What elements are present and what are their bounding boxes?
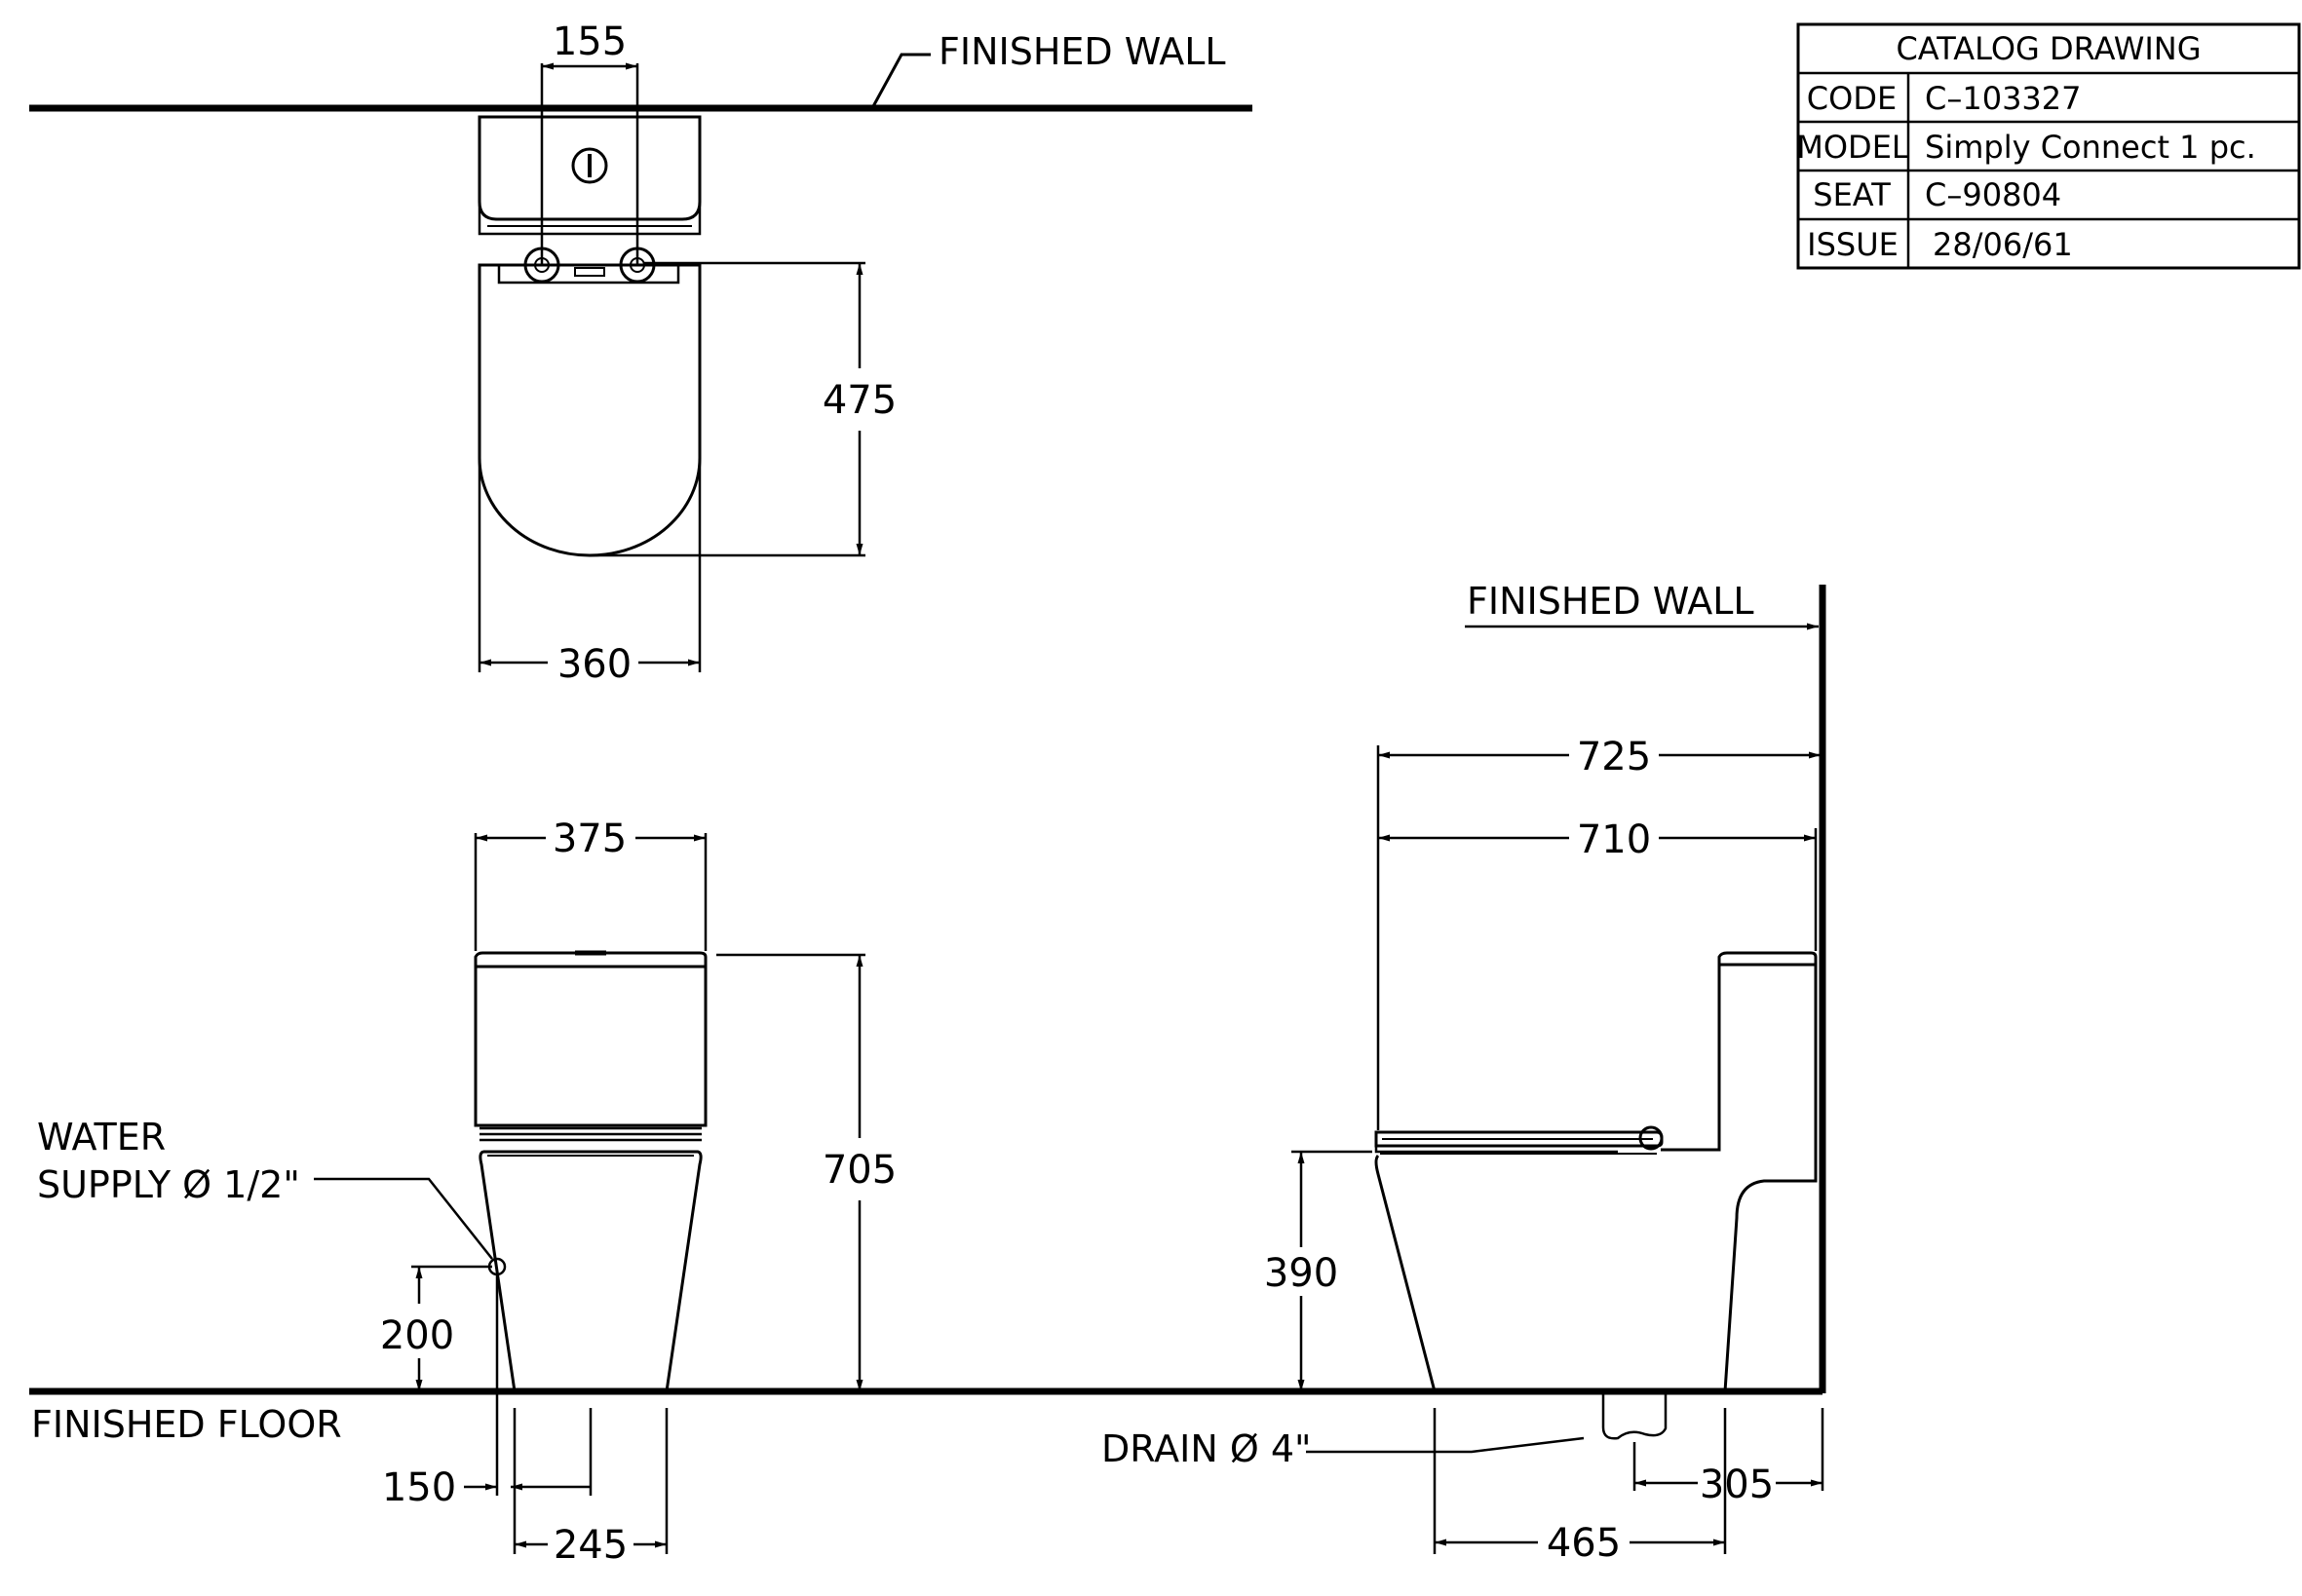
- finished-floor-label: FINISHED FLOOR: [31, 1403, 342, 1446]
- dim-side-overall: 725: [1577, 735, 1651, 779]
- bowl-top-outline: [478, 263, 702, 557]
- dim-front-base: 245: [554, 1523, 628, 1568]
- title-block-model-label: MODEL: [1796, 129, 1909, 166]
- tank-front-outline: [474, 967, 708, 1127]
- title-block: CATALOG DRAWING CODE C–103327 MODEL Simp…: [1796, 22, 2301, 270]
- bowl-front-outline: [483, 1150, 703, 1392]
- dim-front-height: 705: [823, 1148, 897, 1193]
- dim-supply-spacing: 155: [553, 19, 627, 64]
- title-block-code-label: CODE: [1807, 80, 1897, 117]
- title-block-issue-value: 28/06/61: [1933, 226, 2073, 263]
- title-block-issue-label: ISSUE: [1807, 226, 1899, 263]
- top-view: FINISHED WALL 155 475 360: [29, 19, 1252, 687]
- side-view: FINISHED WALL 725 710 390 DRAIN Ø 4": [1101, 580, 1826, 1566]
- dim-top-width: 360: [557, 642, 632, 687]
- dim-front-width: 375: [553, 817, 627, 861]
- water-supply-label-line1: WATER: [37, 1116, 166, 1159]
- dim-supply-offset: 150: [382, 1465, 456, 1510]
- dim-drain-from-wall: 305: [1700, 1463, 1774, 1507]
- drain-label: DRAIN Ø 4": [1101, 1427, 1311, 1470]
- title-block-seat-label: SEAT: [1813, 176, 1891, 213]
- water-supply-label-line2: SUPPLY Ø 1/2": [37, 1163, 300, 1206]
- side-body-outline: [1723, 965, 1818, 1392]
- title-block-seat-value: C–90804: [1925, 176, 2061, 213]
- dim-top-length: 475: [823, 378, 897, 423]
- finished-wall-label-side: FINISHED WALL: [1467, 580, 1754, 623]
- drain-pipe-icon: [1601, 1393, 1668, 1440]
- dim-seat-height: 390: [1264, 1251, 1338, 1296]
- seat-hinge-icon: [1638, 1125, 1664, 1151]
- title-block-code-value: C–103327: [1925, 80, 2082, 117]
- finished-wall-label-top: FINISHED WALL: [939, 30, 1226, 73]
- flush-button-icon: [571, 147, 608, 184]
- front-view: 375 705 WATER SUPPLY Ø 1/2" 200 150 245: [37, 817, 897, 1568]
- title-block-model-value: Simply Connect 1 pc.: [1925, 129, 2256, 166]
- dim-side-base: 465: [1547, 1521, 1621, 1566]
- dim-supply-height: 200: [380, 1313, 454, 1358]
- title-block-header: CATALOG DRAWING: [1896, 30, 2201, 67]
- dim-side-body: 710: [1577, 817, 1651, 862]
